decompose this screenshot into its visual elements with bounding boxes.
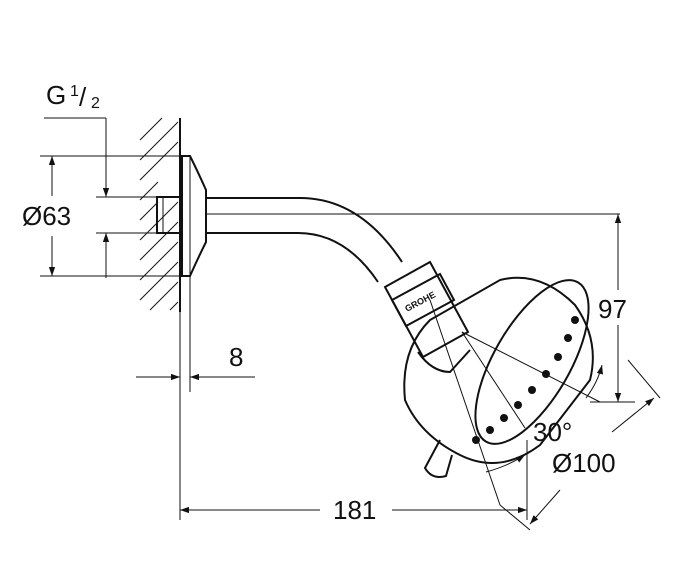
thread-label-g: G <box>46 80 66 110</box>
wall-offset-label: 8 <box>229 342 243 372</box>
shower-arm <box>206 197 620 283</box>
brand-logo: GROHE <box>403 289 437 313</box>
flange-diameter-label: Ø63 <box>22 201 71 231</box>
wall-section <box>139 117 181 312</box>
thread-label-denominator: 2 <box>91 95 100 112</box>
thread-callout: G 1 / 2 <box>44 80 157 278</box>
thread-label-numerator: 1 <box>70 83 79 100</box>
thread-label-slash: / <box>79 82 87 112</box>
spray-nozzles <box>472 316 579 444</box>
wall-flange <box>181 155 207 277</box>
drop-height-label: 97 <box>598 294 627 324</box>
ball-joint: GROHE <box>383 260 471 374</box>
reach-label: 181 <box>333 495 376 525</box>
thread-connector <box>156 196 182 234</box>
head-diameter-dimension: Ø100 <box>499 359 661 531</box>
reach-dimension: 181 <box>179 312 528 525</box>
flange-diameter-dimension: Ø63 <box>22 155 182 277</box>
head-diameter-label: Ø100 <box>552 448 616 478</box>
wall-offset-dimension: 8 <box>136 276 255 392</box>
tilt-angle-label: 30° <box>533 417 572 447</box>
drop-height-dimension: 97 <box>590 214 635 403</box>
tilt-angle-dimension: 30° <box>485 364 604 473</box>
shower-head <box>403 276 601 506</box>
